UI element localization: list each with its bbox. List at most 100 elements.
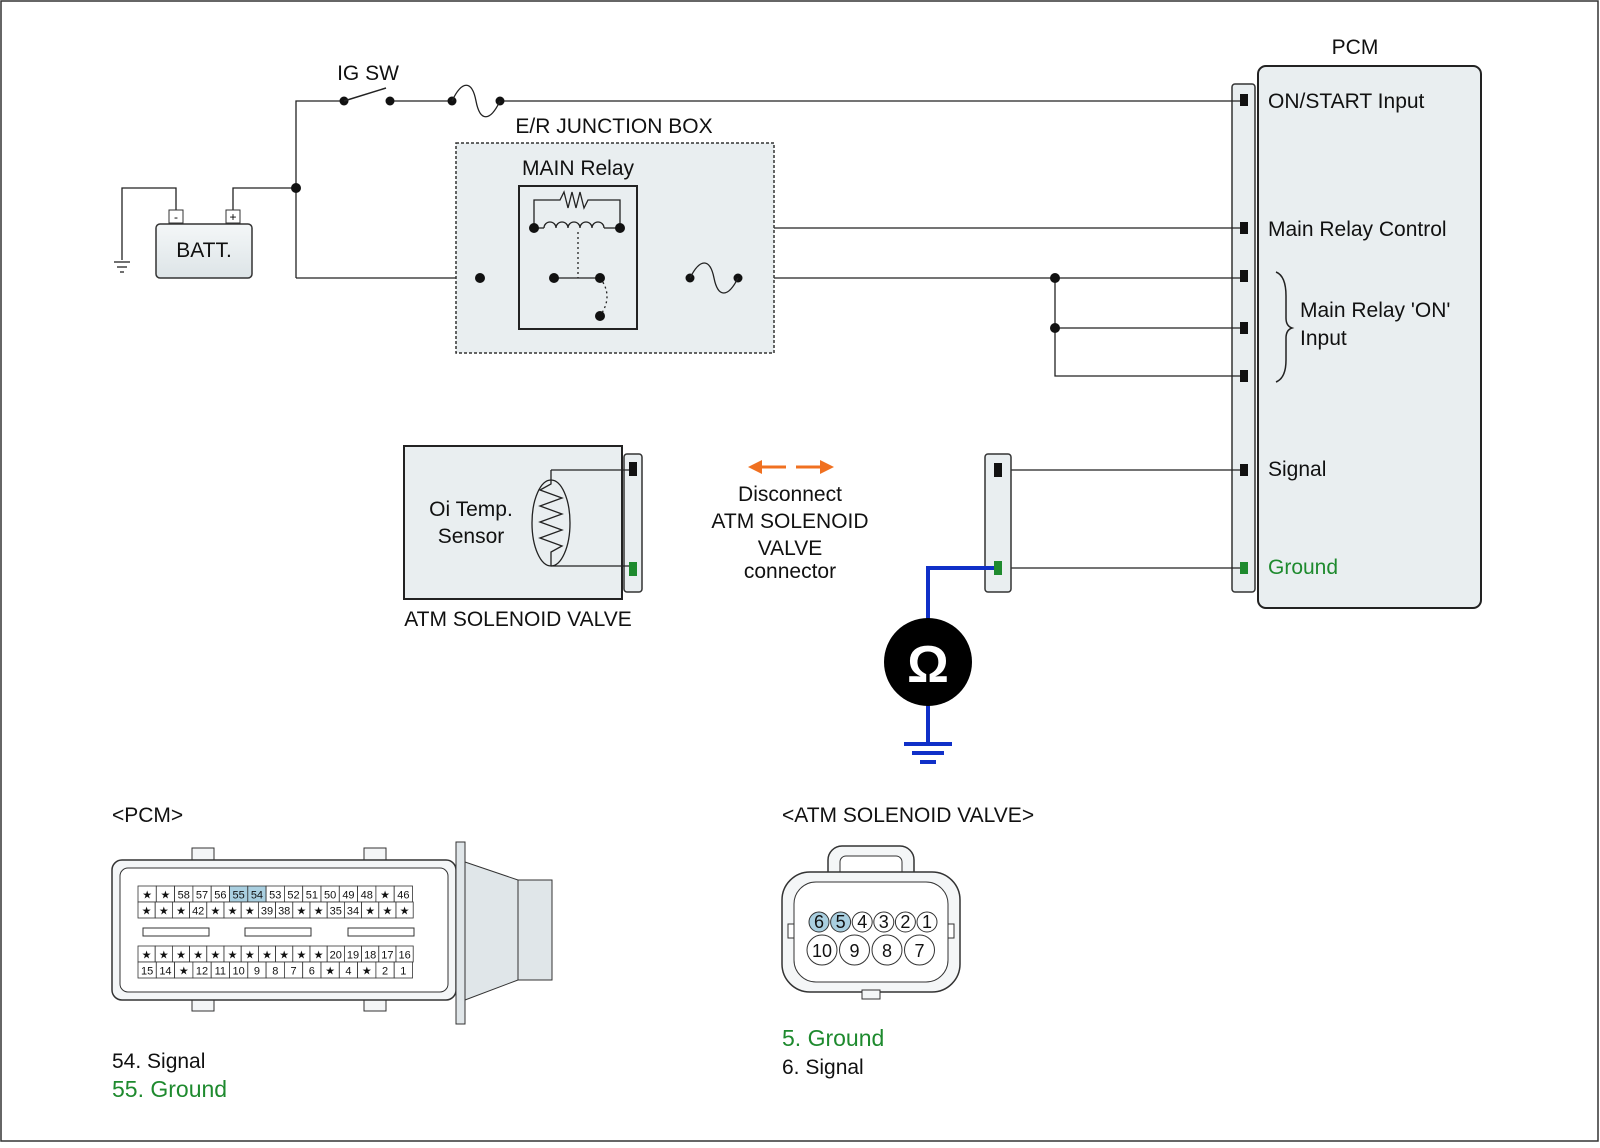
pcm-pin-label: 56 (214, 890, 226, 902)
battery-neg-label: - (174, 210, 178, 224)
pcm-pin-label: 49 (342, 890, 354, 902)
atm-legend-ground: 5. Ground (782, 1025, 884, 1051)
sensor-label-2: Sensor (438, 525, 505, 548)
pcm-pin-label: 39 (261, 906, 273, 918)
atm-pin-top (808, 911, 830, 933)
pcm-pin-label: 11 (215, 966, 226, 978)
junction-box-label: E/R JUNCTION BOX (515, 115, 712, 138)
pcm-on-start-label: ON/START Input (1268, 90, 1425, 113)
pcm-pin-label: 58 (178, 890, 190, 902)
disconnect-arrows-icon (748, 460, 834, 474)
pcm-pin-label: ★ (193, 950, 203, 962)
atm-pin-top (851, 911, 873, 933)
pcm-ground-label: Ground (1268, 556, 1338, 579)
pcm-main-relay-on-label-2: Input (1300, 327, 1347, 350)
pcm-pin-label: 42 (192, 906, 204, 918)
pcm-pin-label: ★ (382, 906, 392, 918)
pcm-pin-label: 10 (233, 966, 245, 978)
pcm-connector-strip (1231, 83, 1256, 593)
pcm-pin-label: 14 (159, 966, 171, 978)
pcm-pin-label: ★ (279, 950, 289, 962)
pcm-box (1257, 65, 1482, 609)
pcm-pin-label: ★ (245, 950, 255, 962)
sensor-pin-ground (629, 562, 637, 576)
junction-box (455, 142, 775, 354)
atm-pin-top (916, 911, 938, 933)
pcm-title: PCM (1332, 36, 1379, 59)
pcm-pin-label: ★ (362, 966, 372, 978)
pcm-pin-label: ★ (262, 950, 272, 962)
pcm-pin-label: 20 (330, 950, 342, 962)
pcm-main-relay-on-label-1: Main Relay 'ON' (1300, 299, 1450, 322)
disconnect-label-2: ATM SOLENOID (711, 510, 868, 533)
battery-icon (155, 209, 253, 279)
atm-pin-top-label: 3 (879, 912, 889, 932)
pcm-connector-body (111, 841, 553, 1025)
pcm-pin-label: ★ (179, 966, 189, 978)
pcm-pin-label: ★ (228, 950, 238, 962)
thermistor-icon (531, 469, 629, 567)
pcm-pin-label: ★ (314, 906, 324, 918)
pcm-pin-signal (1240, 464, 1248, 476)
pcm-pin-label: ★ (159, 950, 169, 962)
atm-pin-top-label: 1 (922, 912, 932, 932)
pcm-pin-label: 55 (233, 890, 245, 902)
atm-pin-bottom (806, 934, 838, 966)
pcm-pin-label: ★ (365, 906, 375, 918)
pcm-pin-label: ★ (142, 950, 152, 962)
pcm-pin-label: ★ (210, 906, 220, 918)
atm-pin-bottom-label: 8 (882, 941, 892, 961)
pcm-pin-cell (393, 961, 413, 979)
ohm-symbol: Ω (907, 636, 949, 694)
pcm-pin-label: 35 (330, 906, 342, 918)
battery-label: BATT. (176, 239, 232, 262)
battery-pos-label: + (229, 210, 236, 224)
atm-legend-signal: 6. Signal (782, 1056, 864, 1079)
pcm-pin-label: 1 (400, 966, 406, 978)
sensor-connector-strip (623, 453, 643, 593)
pcm-pin-label: 12 (196, 966, 208, 978)
atm-pin-bottom-label: 7 (914, 941, 924, 961)
pcm-pin-label: 52 (287, 890, 299, 902)
atm-pin-bottom-label: 10 (812, 941, 832, 961)
junction-dot-2 (1050, 273, 1060, 283)
atm-solenoid-valve-label: ATM SOLENOID VALVE (404, 608, 632, 631)
pcm-pin-label: 57 (196, 890, 208, 902)
fuse-2-icon (685, 262, 743, 294)
pcm-pin-label: 18 (364, 950, 376, 962)
junction-dot-3 (1050, 323, 1060, 333)
atm-pin-top-label: 2 (900, 912, 910, 932)
mating-connector (984, 453, 1012, 593)
sensor-pin-signal (629, 462, 637, 476)
pcm-pin-label: 6 (309, 966, 315, 978)
wire-ig-feed (295, 100, 344, 278)
pcm-pin-label: 46 (397, 890, 409, 902)
fuse-icon (447, 84, 505, 118)
pcm-main-relay-control-label: Main Relay Control (1268, 218, 1447, 241)
pcm-pins (1240, 94, 1248, 574)
disconnect-label-3: VALVE (758, 537, 823, 560)
sensor-box (403, 445, 623, 600)
ohmmeter-icon (884, 618, 972, 706)
pcm-pin-on-start (1240, 94, 1248, 106)
pcm-pin-relay-on-1 (1240, 270, 1248, 282)
pcm-pin-label: ★ (142, 906, 152, 918)
atm-pin-top (873, 911, 895, 933)
pcm-pin-ground (1240, 562, 1248, 574)
pcm-pin-label: ★ (176, 950, 186, 962)
pcm-pin-relay-on-3 (1240, 370, 1248, 382)
main-relay-box (518, 185, 638, 330)
pcm-pin-label: 51 (306, 890, 318, 902)
pcm-pin-label: ★ (228, 906, 238, 918)
pcm-pin-label: 34 (347, 906, 359, 918)
brace-icon (1275, 271, 1295, 383)
pcm-pin-label: 9 (254, 966, 260, 978)
pcm-pin-label: 17 (381, 950, 393, 962)
atm-connector-title: <ATM SOLENOID VALVE> (782, 804, 1034, 827)
ground-icon (114, 261, 130, 273)
pcm-pin-label: 4 (345, 966, 351, 978)
pcm-pin-label: ★ (245, 906, 255, 918)
